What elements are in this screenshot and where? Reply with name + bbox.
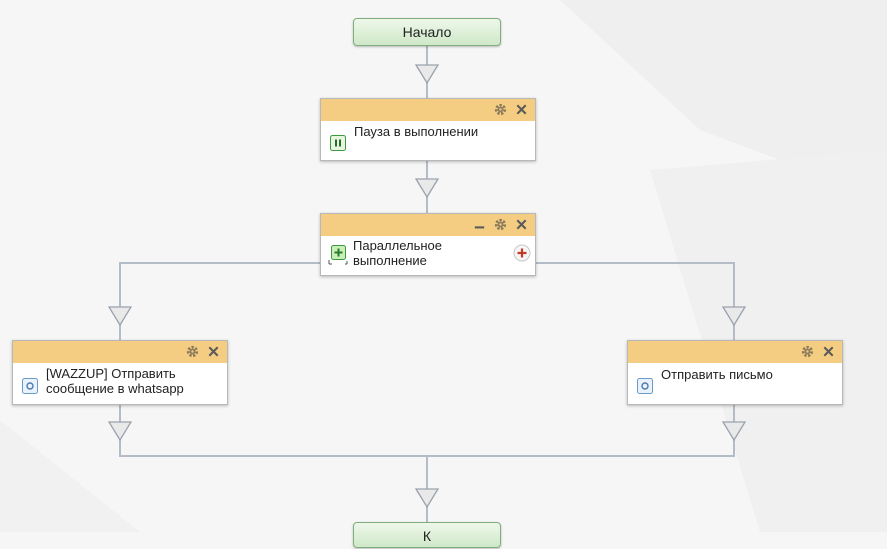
insert-arrow[interactable] — [414, 487, 440, 509]
settings-gear-icon[interactable] — [800, 344, 815, 359]
insert-arrow[interactable] — [107, 305, 133, 327]
end-node[interactable]: К — [353, 522, 501, 548]
insert-arrow[interactable] — [107, 420, 133, 442]
block-header — [628, 341, 842, 363]
pause-block[interactable]: Пауза в выполнении — [320, 98, 536, 161]
insert-arrow[interactable] — [414, 63, 440, 85]
start-node[interactable]: Начало — [353, 18, 501, 46]
close-icon[interactable] — [514, 102, 529, 117]
send-email-block[interactable]: Отправить письмо — [627, 340, 843, 405]
settings-gear-icon[interactable] — [493, 217, 508, 232]
block-title-line: Параллельное — [353, 238, 443, 253]
activity-icon — [22, 378, 38, 394]
connector-line — [119, 262, 320, 264]
settings-gear-icon[interactable] — [493, 102, 508, 117]
insert-arrow[interactable] — [721, 305, 747, 327]
pause-icon — [330, 135, 346, 151]
block-title-line: [WAZZUP] Отправить — [46, 366, 176, 381]
block-header — [321, 99, 535, 121]
settings-gear-icon[interactable] — [185, 344, 200, 359]
connector-line — [733, 262, 735, 340]
collapse-icon[interactable] — [472, 217, 487, 232]
close-icon[interactable] — [514, 217, 529, 232]
activity-icon — [637, 378, 653, 394]
close-icon[interactable] — [206, 344, 221, 359]
connector-line — [119, 262, 121, 340]
wazzup-whatsapp-block[interactable]: [WAZZUP] Отправить сообщение в whatsapp — [12, 340, 228, 405]
parallel-icon — [328, 245, 348, 265]
connector-line — [536, 262, 735, 264]
block-title: Отправить письмо — [661, 367, 773, 382]
add-branch-icon[interactable] — [513, 244, 531, 262]
block-title-line: сообщение в whatsapp — [46, 381, 184, 396]
insert-arrow[interactable] — [721, 420, 747, 442]
block-title: Параллельное выполнение — [353, 238, 442, 268]
block-title: [WAZZUP] Отправить сообщение в whatsapp — [46, 366, 184, 396]
block-title-line: выполнение — [353, 253, 427, 268]
insert-arrow[interactable] — [414, 177, 440, 199]
block-header — [321, 214, 535, 236]
block-title: Пауза в выполнении — [354, 124, 479, 139]
close-icon[interactable] — [821, 344, 836, 359]
block-header — [13, 341, 227, 363]
parallel-block[interactable]: Параллельное выполнение — [320, 213, 536, 276]
